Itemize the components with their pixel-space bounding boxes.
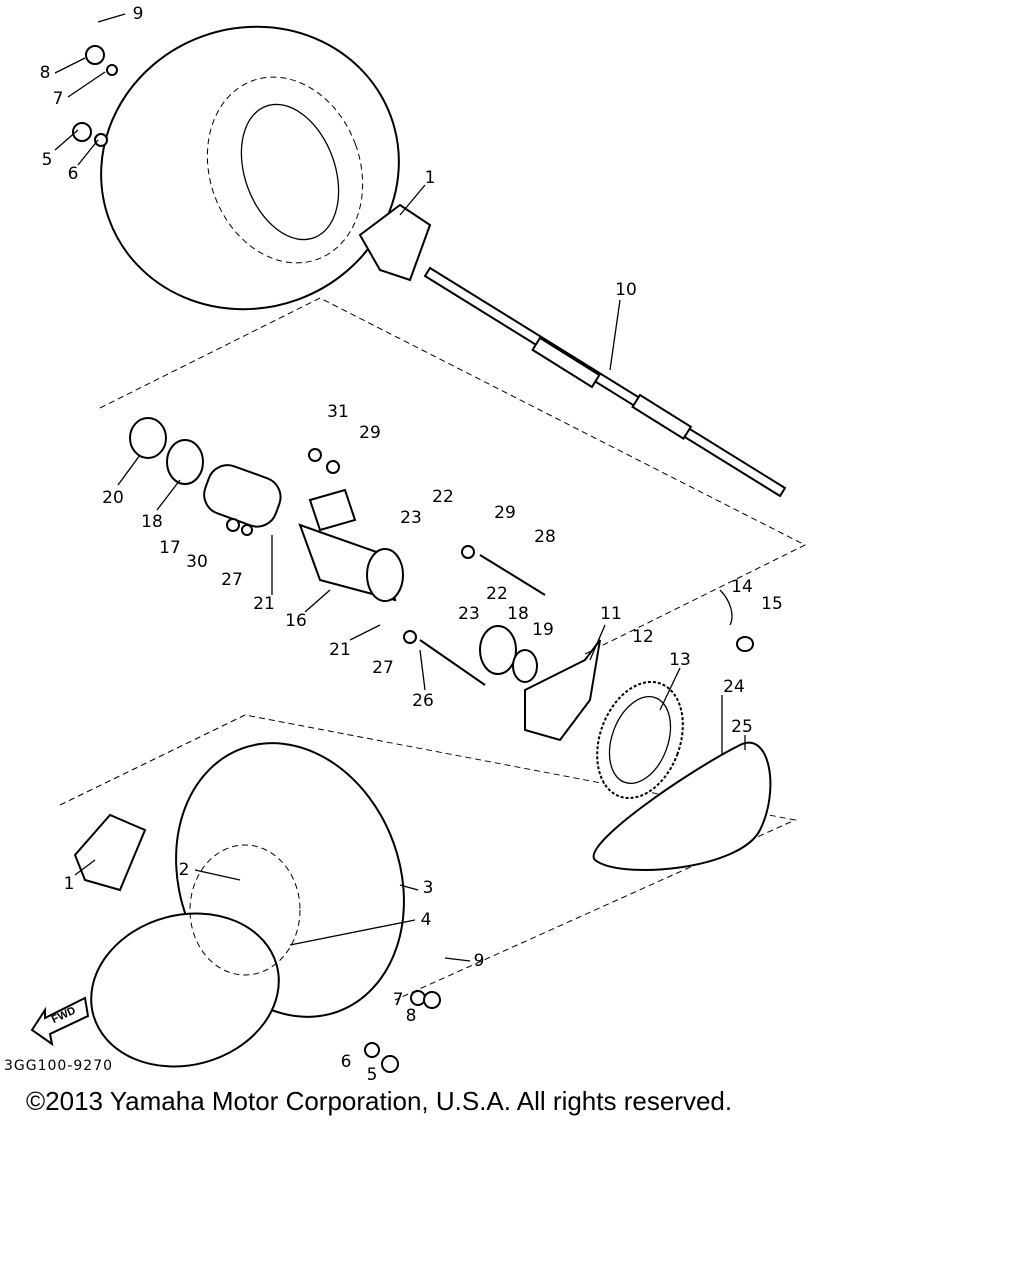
label-7b: 7 — [393, 990, 404, 1010]
lower-hub — [73, 813, 147, 892]
label-6b: 6 — [341, 1052, 352, 1072]
label-29: 29 — [359, 423, 381, 443]
label-5b: 5 — [367, 1065, 378, 1085]
label-16: 16 — [285, 611, 307, 631]
label-24: 24 — [723, 677, 745, 697]
label-28: 28 — [534, 527, 556, 547]
lower-rear-tire — [90, 742, 405, 1068]
rear-axle — [423, 266, 787, 498]
label-25: 25 — [731, 717, 753, 737]
upper-hub — [358, 203, 432, 282]
label-19: 19 — [532, 620, 554, 640]
label-9b: 9 — [474, 951, 485, 971]
chain-guide-14 — [719, 589, 733, 626]
label-15: 15 — [761, 594, 783, 614]
label-18b: 18 — [507, 604, 529, 624]
label-8: 8 — [40, 63, 51, 83]
label-21: 21 — [253, 594, 275, 614]
copyright-notice: ©2013 Yamaha Motor Corporation, U.S.A. A… — [26, 1086, 733, 1116]
diagram-code: 3GG100-9270 — [4, 1058, 114, 1074]
label-29b: 29 — [494, 503, 516, 523]
label-2: 2 — [179, 860, 190, 880]
label-3: 3 — [423, 878, 434, 898]
label-27: 27 — [221, 570, 243, 590]
leader-lines — [54, 13, 746, 962]
label-11: 11 — [600, 604, 622, 624]
label-17: 17 — [159, 538, 181, 558]
label-14: 14 — [731, 577, 753, 597]
bolt-26 — [419, 639, 486, 686]
upper-assembly-frame — [99, 297, 807, 655]
label-12: 12 — [632, 627, 654, 647]
axle-housing — [203, 464, 404, 602]
upper-rear-tire — [100, 25, 400, 311]
label-31: 31 — [327, 402, 349, 422]
label-9: 9 — [133, 4, 144, 24]
label-1: 1 — [425, 168, 436, 188]
label-5: 5 — [42, 150, 53, 170]
label-23: 23 — [400, 508, 422, 528]
label-20: 20 — [102, 488, 124, 508]
label-30: 30 — [186, 552, 208, 572]
label-27b: 27 — [372, 658, 394, 678]
label-21b: 21 — [329, 640, 351, 660]
label-10: 10 — [615, 280, 637, 300]
nut-15 — [736, 636, 754, 652]
label-4: 4 — [421, 910, 432, 930]
fwd-arrow: FWD — [30, 996, 90, 1047]
bolt-28 — [479, 554, 546, 596]
label-1b: 1 — [64, 874, 75, 894]
label-23b: 23 — [458, 604, 480, 624]
sprocket-hub — [524, 639, 601, 742]
seal-19 — [512, 649, 538, 683]
label-22b: 22 — [486, 584, 508, 604]
lower-assembly-frame — [59, 714, 797, 1001]
bearing-18 — [166, 439, 204, 485]
sprocket — [596, 680, 684, 800]
label-7: 7 — [53, 89, 64, 109]
label-26: 26 — [412, 691, 434, 711]
label-22: 22 — [432, 487, 454, 507]
label-18: 18 — [141, 512, 163, 532]
label-13: 13 — [669, 650, 691, 670]
oil-seal-20 — [129, 417, 167, 459]
bearing-18b — [479, 625, 517, 675]
part-labels: 9 8 7 5 6 1 10 31 29 20 18 22 23 29 28 1… — [40, 4, 783, 1085]
label-8b: 8 — [406, 1006, 417, 1026]
label-6: 6 — [68, 164, 79, 184]
drive-chain — [592, 741, 772, 871]
fasteners — [72, 45, 475, 1073]
